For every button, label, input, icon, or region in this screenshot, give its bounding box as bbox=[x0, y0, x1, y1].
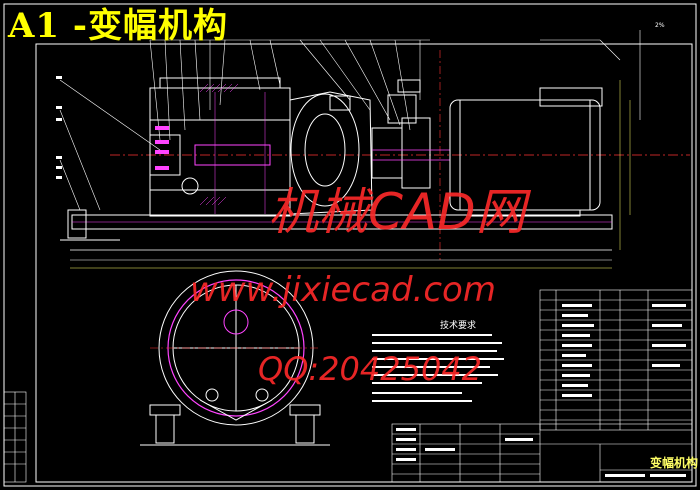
gear-teeth bbox=[155, 126, 169, 170]
leader-text-stubs bbox=[56, 76, 62, 179]
section-supports bbox=[140, 388, 330, 446]
tech-requirements-title: 技术要求 bbox=[440, 321, 477, 331]
base-frame bbox=[60, 209, 613, 261]
corner-note: 2% bbox=[655, 22, 665, 29]
title-block-text-stubs bbox=[396, 428, 686, 477]
coupling-brake bbox=[371, 79, 450, 189]
dimension-lines bbox=[70, 80, 631, 269]
drum-section-view bbox=[150, 270, 320, 426]
title-block-name: 变幅机构 bbox=[650, 456, 699, 470]
parts-list-text-stubs bbox=[562, 304, 686, 397]
watermark-qq: QQ:20425042 bbox=[258, 350, 483, 388]
electric-motor bbox=[449, 87, 603, 217]
leader-lines bbox=[59, 30, 641, 211]
parts-list-table bbox=[539, 289, 693, 431]
left-revision-block bbox=[3, 391, 27, 483]
drawing-title: A1 -变幅机构 bbox=[8, 6, 228, 46]
title-block bbox=[391, 423, 693, 483]
tech-notes-lines bbox=[372, 334, 504, 402]
watermark-url: www.jixiecad.com bbox=[190, 270, 496, 310]
inner-border bbox=[35, 43, 693, 483]
watermark-site: 机械CAD网 bbox=[268, 183, 526, 241]
drum-hatch bbox=[199, 83, 239, 206]
reducer-housing bbox=[289, 91, 373, 215]
outer-border bbox=[3, 3, 697, 487]
